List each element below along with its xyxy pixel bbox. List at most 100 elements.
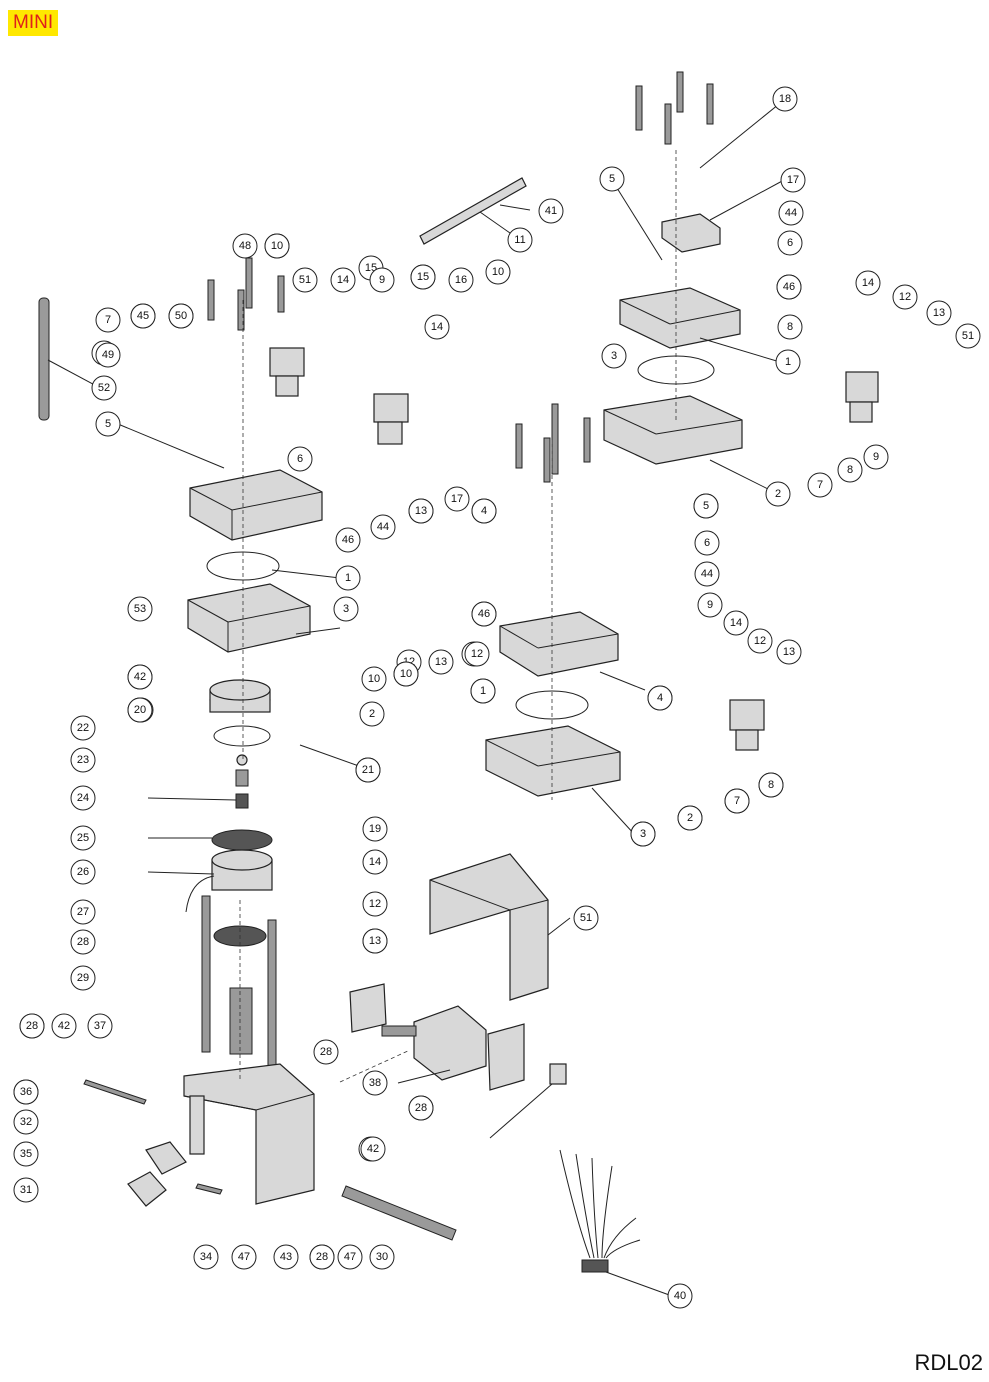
callout-35: 35 — [13, 1141, 39, 1167]
callout-label: 53 — [134, 603, 146, 615]
callout-label: 10 — [271, 240, 283, 252]
callout-bubbles: 1234567891011121314151617181920212223242… — [13, 86, 981, 1309]
callout-10: 10 — [485, 259, 511, 285]
callout-label: 36 — [20, 1086, 32, 1098]
callout-label: 37 — [94, 1020, 106, 1032]
callout-label: 3 — [611, 350, 617, 362]
o-ring-21 — [213, 725, 271, 747]
callout-7: 7 — [724, 788, 750, 814]
callout-label: 3 — [640, 828, 646, 840]
callout-44: 44 — [778, 200, 804, 226]
callout-label: 14 — [369, 856, 381, 868]
callout-13: 13 — [926, 300, 952, 326]
motor-38 — [381, 1005, 487, 1081]
callout-label: 2 — [687, 812, 693, 824]
callout-4: 4 — [647, 685, 673, 711]
callout-28: 28 — [70, 929, 96, 955]
piston-33 — [229, 987, 253, 1055]
callout-52: 52 — [91, 375, 117, 401]
fitting-39 — [549, 1063, 567, 1085]
right-mid-plate-1 — [499, 611, 619, 677]
callout-3: 3 — [630, 821, 656, 847]
right-mid-block-2 — [485, 725, 621, 797]
callout-label: 48 — [239, 240, 251, 252]
callout-label: 13 — [369, 935, 381, 947]
right-top-plate-1 — [619, 287, 741, 349]
callout-label: 12 — [899, 291, 911, 303]
callout-label: 46 — [783, 281, 795, 293]
right-mid-screws — [515, 403, 591, 483]
callout-label: 26 — [77, 866, 89, 878]
callout-12: 12 — [464, 641, 490, 667]
callout-label: 43 — [280, 1251, 292, 1263]
bracket-28-right — [487, 1023, 525, 1091]
piston-head-20 — [209, 679, 271, 713]
right-top-screws — [635, 71, 714, 145]
callout-label: 28 — [320, 1046, 332, 1058]
callout-30: 30 — [369, 1244, 395, 1270]
callout-45: 45 — [130, 303, 156, 329]
callout-43: 43 — [273, 1244, 299, 1270]
callout-13: 13 — [776, 639, 802, 665]
callout-3: 3 — [333, 596, 359, 622]
callout-label: 13 — [783, 646, 795, 658]
callout-label: 47 — [238, 1251, 250, 1263]
callout-17: 17 — [444, 486, 470, 512]
callout-46: 46 — [776, 274, 802, 300]
callout-label: 42 — [367, 1143, 379, 1155]
callout-42: 42 — [360, 1136, 386, 1162]
callout-label: 47 — [344, 1251, 356, 1263]
callout-28: 28 — [408, 1095, 434, 1121]
callout-48: 48 — [232, 233, 258, 259]
ball-22 — [236, 754, 248, 766]
callout-25: 25 — [70, 825, 96, 851]
callout-6: 6 — [777, 230, 803, 256]
callout-14: 14 — [330, 267, 356, 293]
callout-label: 42 — [58, 1020, 70, 1032]
callout-label: 28 — [316, 1251, 328, 1263]
callout-label: 6 — [297, 453, 303, 465]
callout-27: 27 — [70, 899, 96, 925]
callout-label: 52 — [98, 382, 110, 394]
callout-46: 46 — [471, 601, 497, 627]
callout-20: 20 — [127, 697, 153, 723]
spring-23 — [235, 769, 249, 787]
callout-28: 28 — [313, 1039, 339, 1065]
callout-23: 23 — [70, 747, 96, 773]
callout-51: 51 — [573, 905, 599, 931]
callout-label: 16 — [455, 274, 467, 286]
valve-seat-24 — [235, 793, 249, 809]
callout-37: 37 — [87, 1013, 113, 1039]
callout-50: 50 — [168, 303, 194, 329]
callout-22: 22 — [70, 715, 96, 741]
right-solenoid-valve-9 — [845, 371, 879, 423]
callout-label: 10 — [400, 668, 412, 680]
callout-label: 14 — [730, 617, 742, 629]
callout-label: 46 — [342, 534, 354, 546]
leader-lines — [47, 99, 785, 1297]
crank-31-32 — [127, 1141, 187, 1207]
callout-label: 9 — [873, 451, 879, 463]
callout-label: 28 — [415, 1102, 427, 1114]
callout-label: 29 — [77, 972, 89, 984]
callout-label: 4 — [657, 692, 663, 704]
callout-label: 44 — [377, 521, 389, 533]
callout-label: 10 — [368, 673, 380, 685]
callout-label: 5 — [105, 418, 111, 430]
callout-8: 8 — [758, 772, 784, 798]
callout-label: 13 — [415, 505, 427, 517]
callout-40: 40 — [667, 1283, 693, 1309]
callout-label: 30 — [376, 1251, 388, 1263]
rod-52 — [38, 297, 50, 421]
callout-label: 46 — [478, 608, 490, 620]
callout-label: 41 — [545, 205, 557, 217]
callout-7: 7 — [807, 472, 833, 498]
callout-5: 5 — [693, 493, 719, 519]
pin-37 — [83, 1079, 147, 1105]
wire-harness-40 — [559, 1149, 641, 1273]
callout-label: 14 — [431, 321, 443, 333]
callout-2: 2 — [677, 805, 703, 831]
callout-label: 31 — [20, 1184, 32, 1196]
callout-44: 44 — [694, 561, 720, 587]
callout-label: 51 — [580, 912, 592, 924]
